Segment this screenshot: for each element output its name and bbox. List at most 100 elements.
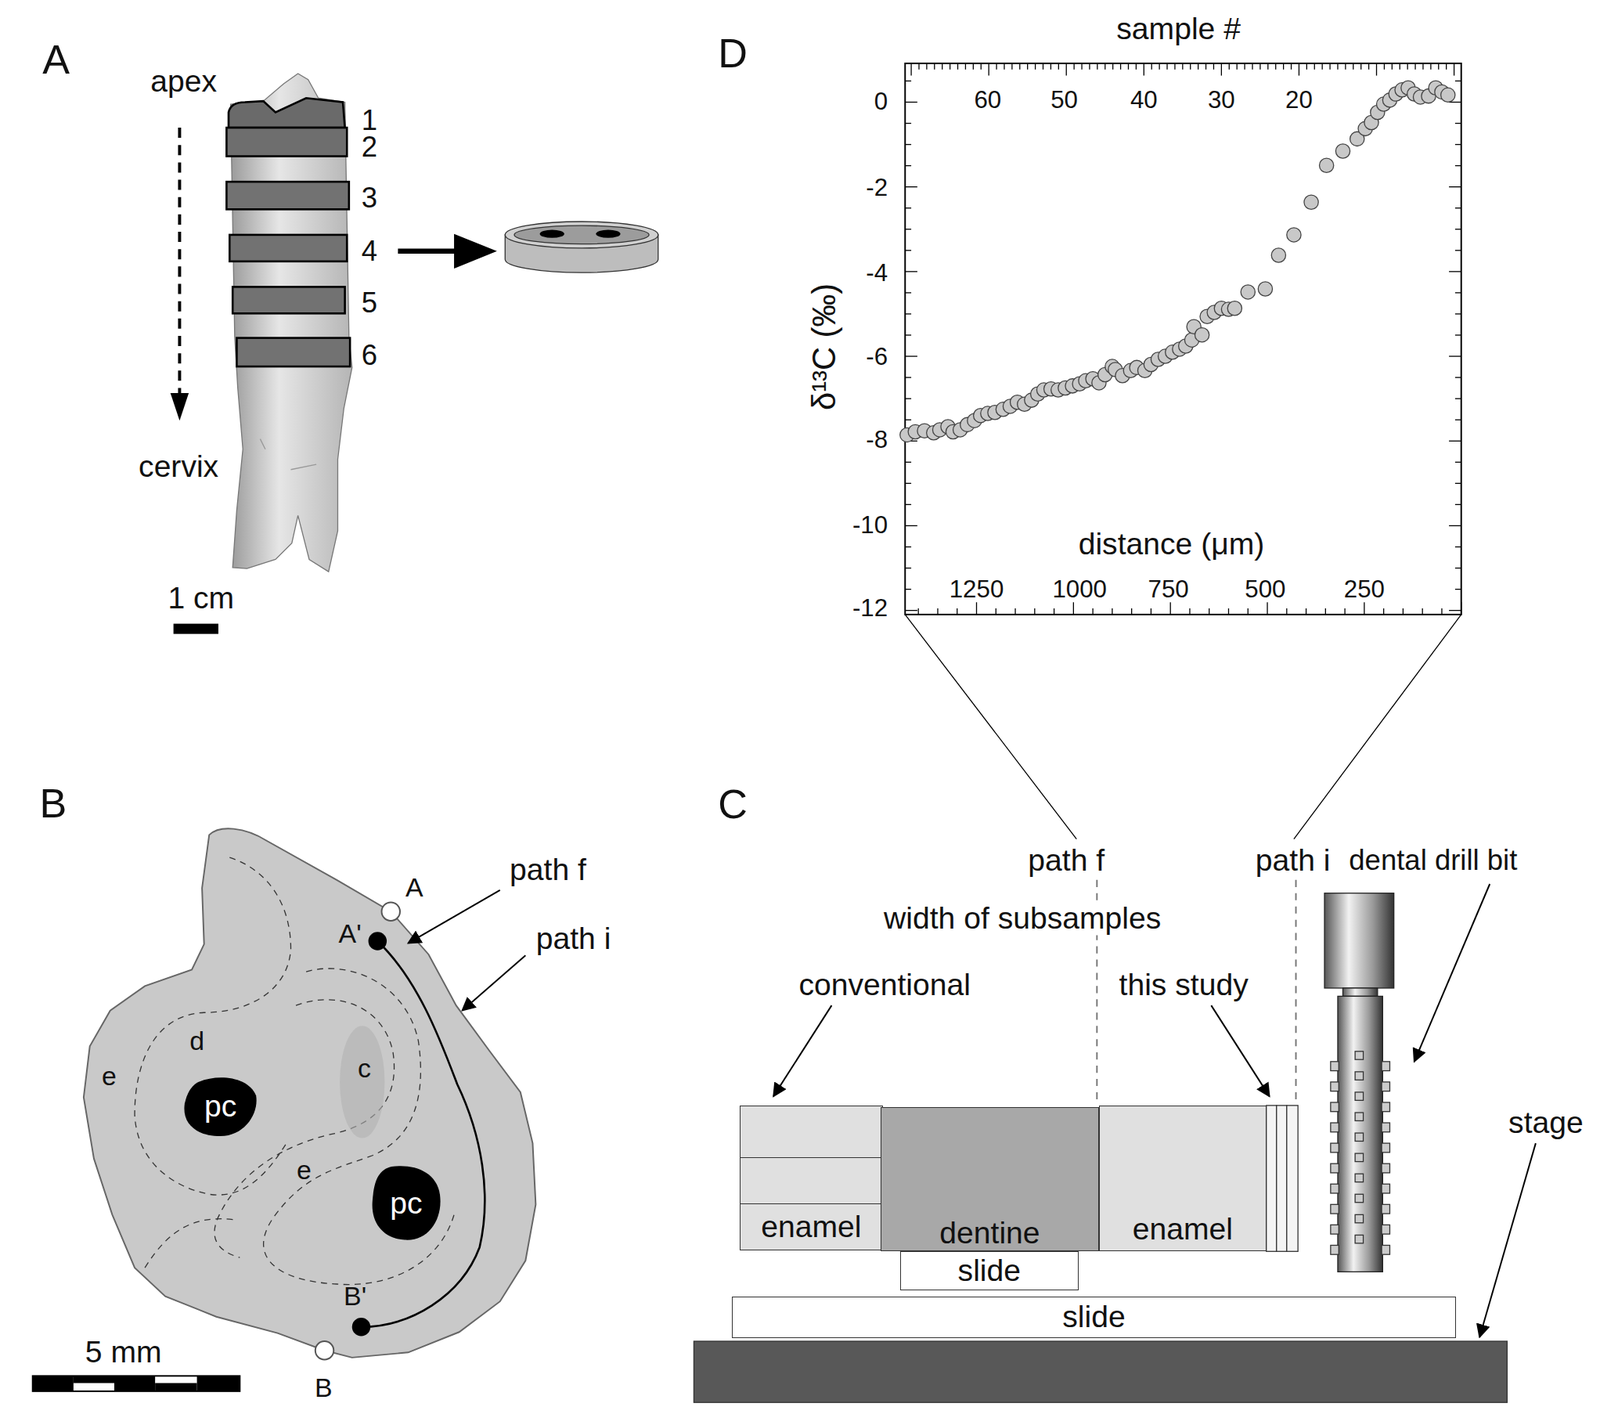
drill-tooth: [1330, 1163, 1339, 1173]
axis-tick: [1053, 608, 1055, 615]
tick-label: 500: [1244, 577, 1286, 602]
tooth-section: [144, 1218, 235, 1268]
axis-tick: [1455, 228, 1462, 230]
axis-tick: [904, 334, 912, 336]
axis-tick: [904, 313, 912, 314]
scale-bar: [32, 1375, 74, 1391]
axis-tick: [1414, 63, 1416, 70]
axis-tick: [1247, 608, 1249, 615]
axis-tick: [1298, 63, 1300, 76]
node-text: dentine: [939, 1218, 1040, 1249]
axis-tick: [904, 165, 912, 166]
drill-tooth: [1354, 1071, 1363, 1080]
axis-tick: [1455, 122, 1462, 124]
data-point: [1271, 248, 1286, 263]
axis-tick: [1422, 608, 1424, 615]
axis-tick: [918, 63, 919, 70]
axis-tick: [1344, 608, 1345, 615]
axis-tick: [1034, 63, 1036, 70]
axis-tick: [965, 63, 966, 70]
axis-tick: [1266, 601, 1268, 615]
scale-bar: [32, 1375, 241, 1391]
axis-tick: [904, 525, 918, 527]
drill-tooth: [1330, 1122, 1339, 1132]
section-number: 2: [361, 132, 378, 162]
axis-tick: [1066, 63, 1067, 76]
axis-tick: [1391, 63, 1393, 70]
path-label: path f: [509, 854, 587, 885]
tick-label: 20: [1285, 87, 1313, 112]
scale-bar: [154, 1382, 197, 1391]
axis-tick: [904, 419, 912, 421]
point-label: A: [405, 874, 424, 901]
callout-label: dental drill bit: [1348, 846, 1518, 876]
tick-label: 1000: [1052, 577, 1107, 602]
axis-title: δ¹³C (‰): [807, 283, 841, 411]
axis-tick: [1027, 63, 1028, 70]
tick-label: -6: [865, 345, 888, 370]
tooth-photo: [259, 439, 317, 470]
scale-bar: [173, 623, 219, 635]
tooth-section: [263, 968, 455, 1285]
node-text: slide: [1062, 1301, 1125, 1333]
axis-tick: [1399, 63, 1401, 70]
tooth-photo: [228, 97, 346, 128]
axis-tick: [1170, 601, 1172, 615]
axis-label: cervix: [138, 450, 219, 482]
axis-tick: [1208, 608, 1210, 615]
data-point: [1335, 144, 1350, 159]
axis-tick: [1181, 63, 1183, 70]
segment-line: [740, 1156, 883, 1158]
drill-tooth: [1330, 1142, 1339, 1153]
axis-tick: [1455, 249, 1462, 251]
tick-label: 250: [1344, 577, 1385, 602]
drill-tooth: [1354, 1051, 1363, 1060]
axis-tick: [1445, 63, 1447, 70]
axis-tick: [1448, 609, 1462, 611]
axis-tick: [1267, 63, 1269, 70]
path-label: path i: [1255, 844, 1331, 876]
tooth-section: [381, 901, 400, 920]
zoom-line: [904, 614, 1461, 840]
panel-letter: A: [42, 39, 70, 80]
axis-tick: [1422, 63, 1424, 70]
drill-tooth: [1330, 1102, 1339, 1112]
tick-label: -4: [865, 261, 888, 286]
axis-tick: [1143, 63, 1145, 76]
axis-tick: [1453, 63, 1455, 76]
axis-tick: [904, 270, 918, 272]
axis-tick: [1189, 608, 1190, 615]
pulp-cavity: pc: [181, 1073, 260, 1139]
stage: [693, 1340, 1507, 1402]
axis-tick: [1174, 63, 1175, 70]
zoom-line: [1293, 614, 1462, 840]
leader-arrow: [773, 883, 1536, 1337]
axis-tick: [1019, 63, 1020, 70]
axis-tick: [904, 228, 912, 230]
tick-label: -10: [852, 513, 888, 538]
axis-tick: [1448, 270, 1462, 272]
axis-tick: [904, 376, 912, 378]
callout-label: this study: [1119, 969, 1249, 1000]
axis-tick: [988, 63, 990, 76]
axis-tick: [1360, 63, 1362, 70]
axis-tick: [1455, 504, 1462, 505]
tooth-photo: [236, 338, 350, 368]
axis-tick: [1112, 63, 1114, 70]
axis-tick: [949, 63, 951, 70]
drill-tooth: [1381, 1183, 1390, 1193]
axis-tick: [1205, 63, 1207, 70]
enamel-block: enamel: [1099, 1105, 1267, 1251]
glass-slide: slide: [900, 1250, 1079, 1291]
tooth-photo: [226, 181, 349, 210]
axis-tick: [904, 186, 918, 188]
axis-tick: [1166, 63, 1168, 70]
drill-tooth: [1354, 1214, 1363, 1222]
axis-tick: [1243, 63, 1245, 70]
data-point: [1286, 227, 1301, 242]
tick-label: 60: [973, 87, 1002, 112]
axis-tick: [1091, 608, 1093, 615]
scale-bar: [73, 1375, 115, 1383]
axis-tick: [926, 63, 927, 70]
stage: [693, 1340, 1507, 1402]
